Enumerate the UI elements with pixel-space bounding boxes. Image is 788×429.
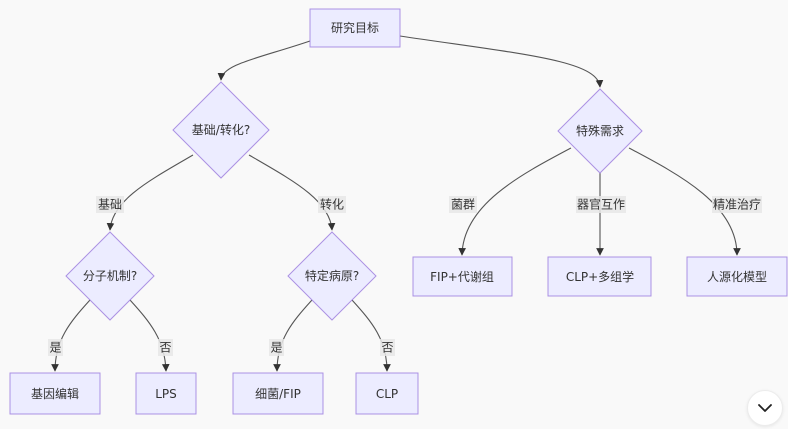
edge-label-precision-therapy: 精准治疗 — [712, 196, 762, 213]
node-special-needs[interactable]: 特殊需求 — [557, 88, 643, 174]
edge-label-translational: 转化 — [318, 196, 346, 213]
edge-label-basic-text: 基础 — [98, 198, 122, 212]
edge-special-to-fip-metabolomics — [458, 147, 572, 256]
node-special-needs-label: 特殊需求 — [576, 123, 624, 138]
node-clp-multiomics[interactable]: CLP+多组学 — [547, 256, 652, 297]
node-specific-pathogen[interactable]: 特定病原? — [287, 231, 377, 321]
edge-molecular-to-lps — [129, 299, 170, 372]
node-bacteria-fip[interactable]: 细菌/FIP — [232, 372, 324, 415]
node-clp-multiomics-label: CLP+多组学 — [566, 269, 634, 284]
edge-label-microbiota: 菌群 — [449, 196, 477, 213]
edges — [51, 35, 741, 372]
edge-root-to-basic-translational — [217, 40, 311, 81]
node-molecular-mechanism[interactable]: 分子机制? — [65, 231, 155, 321]
edge-basic-translational-to-molecular — [106, 154, 194, 231]
node-molecular-mechanism-label: 分子机制? — [83, 269, 137, 283]
edge-label-basic: 基础 — [96, 196, 124, 213]
edge-label-yes-molecular: 是 — [48, 339, 63, 356]
node-root-label: 研究目标 — [331, 20, 379, 35]
node-fip-metabolomics[interactable]: FIP+代谢组 — [412, 256, 513, 297]
edge-label-translational-text: 转化 — [320, 197, 344, 212]
node-humanized-model-label: 人源化模型 — [707, 270, 767, 284]
edge-label-no-pathogen-text: 否 — [381, 341, 393, 355]
edge-label-organ-interaction-text: 器官互作 — [577, 197, 625, 212]
node-basic-or-translational[interactable]: 基础/转化? — [172, 81, 270, 179]
chevron-down-icon — [758, 404, 772, 412]
edge-label-microbiota-text: 菌群 — [451, 198, 475, 212]
edge-pathogen-to-bacteria-fip — [273, 299, 313, 372]
edge-molecular-to-gene-editing — [51, 299, 91, 372]
node-root[interactable]: 研究目标 — [309, 8, 401, 48]
node-lps[interactable]: LPS — [135, 372, 197, 415]
node-gene-editing[interactable]: 基因编辑 — [9, 372, 101, 415]
edge-label-no-molecular-text: 否 — [159, 341, 171, 355]
edge-label-organ-interaction: 器官互作 — [576, 196, 626, 213]
node-bacteria-fip-label: 细菌/FIP — [255, 387, 301, 401]
edge-label-no-molecular: 否 — [158, 339, 173, 356]
node-humanized-model[interactable]: 人源化模型 — [686, 256, 788, 297]
node-gene-editing-label: 基因编辑 — [31, 386, 79, 401]
node-specific-pathogen-label: 特定病原? — [305, 268, 359, 283]
edge-label-yes-molecular-text: 是 — [49, 341, 61, 355]
edge-root-to-special-needs — [399, 35, 604, 88]
node-clp-label: CLP — [376, 387, 398, 401]
edge-basic-translational-to-pathogen — [248, 154, 336, 231]
edge-label-yes-pathogen-text: 是 — [270, 341, 282, 355]
node-clp[interactable]: CLP — [355, 372, 419, 415]
scroll-down-button[interactable] — [747, 390, 783, 426]
node-basic-or-translational-label: 基础/转化? — [192, 122, 250, 137]
node-lps-label: LPS — [155, 387, 177, 401]
edge-special-to-humanized — [628, 147, 741, 256]
edge-label-yes-pathogen: 是 — [269, 339, 284, 356]
edge-label-precision-therapy-text: 精准治疗 — [713, 198, 761, 212]
node-fip-metabolomics-label: FIP+代谢组 — [430, 269, 494, 284]
edge-pathogen-to-clp — [351, 299, 391, 372]
edge-label-no-pathogen: 否 — [380, 339, 395, 356]
